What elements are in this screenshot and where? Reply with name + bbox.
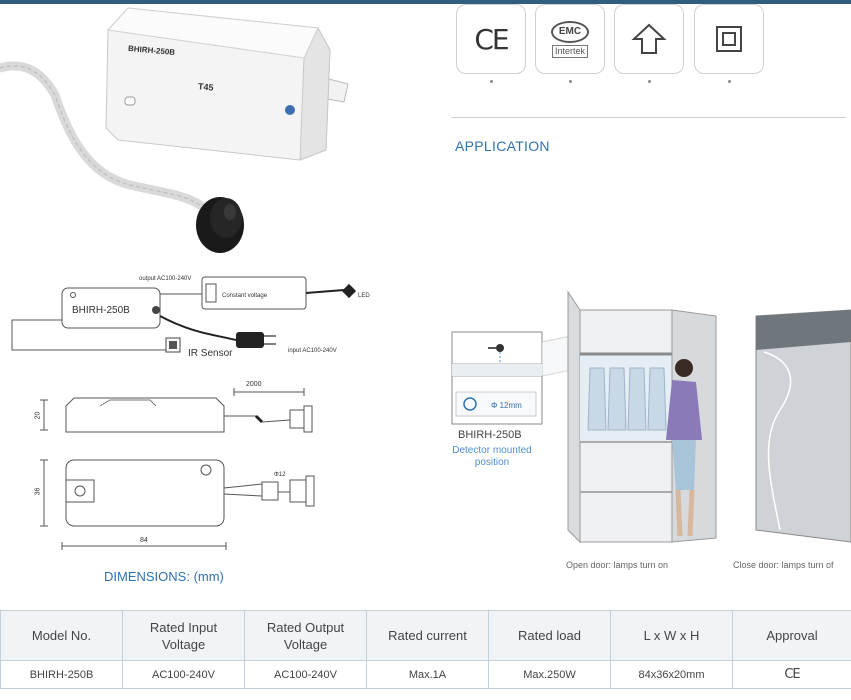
cell-dimensions: 84x36x20mm bbox=[610, 660, 733, 689]
cell-model-no: BHIRH-250B bbox=[0, 660, 123, 689]
dimension-drawings bbox=[40, 388, 315, 550]
header-dimensions: L x W x H bbox=[610, 610, 733, 661]
header-rated-input-voltage: Rated Input Voltage bbox=[122, 610, 245, 661]
header-model-no: Model No. bbox=[0, 610, 123, 661]
product-t-rating: T45 bbox=[197, 81, 214, 93]
wiring-sensor-label: IR Sensor bbox=[188, 348, 233, 359]
dim-cable-length: 2000 bbox=[246, 381, 262, 388]
ce-approval-icon: CE bbox=[784, 667, 800, 682]
header-rated-output-voltage: Rated Output Voltage bbox=[244, 610, 367, 661]
header-rated-current: Rated current bbox=[366, 610, 489, 661]
top-rule bbox=[0, 0, 851, 4]
cell-rated-current: Max.1A bbox=[366, 660, 489, 689]
header-rated-load: Rated load bbox=[488, 610, 611, 661]
table-row: BHIRH-250B AC100-240V AC100-240V Max.1A … bbox=[0, 660, 851, 689]
application-illustration bbox=[451, 290, 851, 544]
ce-certification-icon: CE bbox=[456, 4, 526, 74]
cert-dot bbox=[728, 80, 731, 83]
cell-rated-load: Max.250W bbox=[488, 660, 611, 689]
cell-input-voltage: AC100-240V bbox=[122, 660, 245, 689]
product-photo bbox=[0, 7, 349, 253]
spec-table: Model No. Rated Input Voltage Rated Outp… bbox=[0, 610, 851, 689]
wiring-diagram bbox=[11, 276, 357, 353]
wiring-led-label: LED bbox=[358, 293, 370, 299]
dim-sensor-diameter: Φ12 bbox=[274, 472, 286, 478]
emc-certification-icon: EMC Intertek bbox=[535, 4, 605, 74]
wiring-model-label: BHIRH-250B bbox=[72, 305, 130, 316]
wiring-input-label: input AC100-240V bbox=[288, 348, 337, 354]
dim-length: 84 bbox=[140, 537, 148, 544]
application-divider bbox=[452, 117, 846, 118]
dim-height: 20 bbox=[34, 411, 42, 420]
cell-output-voltage: AC100-240V bbox=[244, 660, 367, 689]
cert-dot bbox=[648, 80, 651, 83]
wiring-output-label: output AC100-240V bbox=[139, 276, 192, 282]
cell-approval: CE bbox=[732, 660, 851, 689]
detector-hole-diameter: Φ 12mm bbox=[491, 401, 522, 410]
detector-position-label: Detector mounted position bbox=[452, 445, 532, 468]
application-title: APPLICATION bbox=[455, 138, 550, 154]
cert-dot bbox=[569, 80, 572, 83]
dim-width: 36 bbox=[34, 487, 42, 496]
close-door-caption: Close door: lamps turn of bbox=[733, 560, 834, 570]
wiring-constant-voltage: Constant voltage bbox=[222, 293, 268, 299]
application-model-label: BHIRH-250B bbox=[458, 429, 522, 441]
header-approval: Approval bbox=[732, 610, 851, 661]
double-insulation-icon bbox=[694, 4, 764, 74]
open-door-caption: Open door: lamps turn on bbox=[566, 560, 669, 570]
spec-header-row: Model No. Rated Input Voltage Rated Outp… bbox=[0, 610, 851, 661]
cert-dot bbox=[490, 80, 493, 83]
dimensions-title: DIMENSIONS: (mm) bbox=[104, 569, 224, 584]
indoor-use-icon bbox=[614, 4, 684, 74]
